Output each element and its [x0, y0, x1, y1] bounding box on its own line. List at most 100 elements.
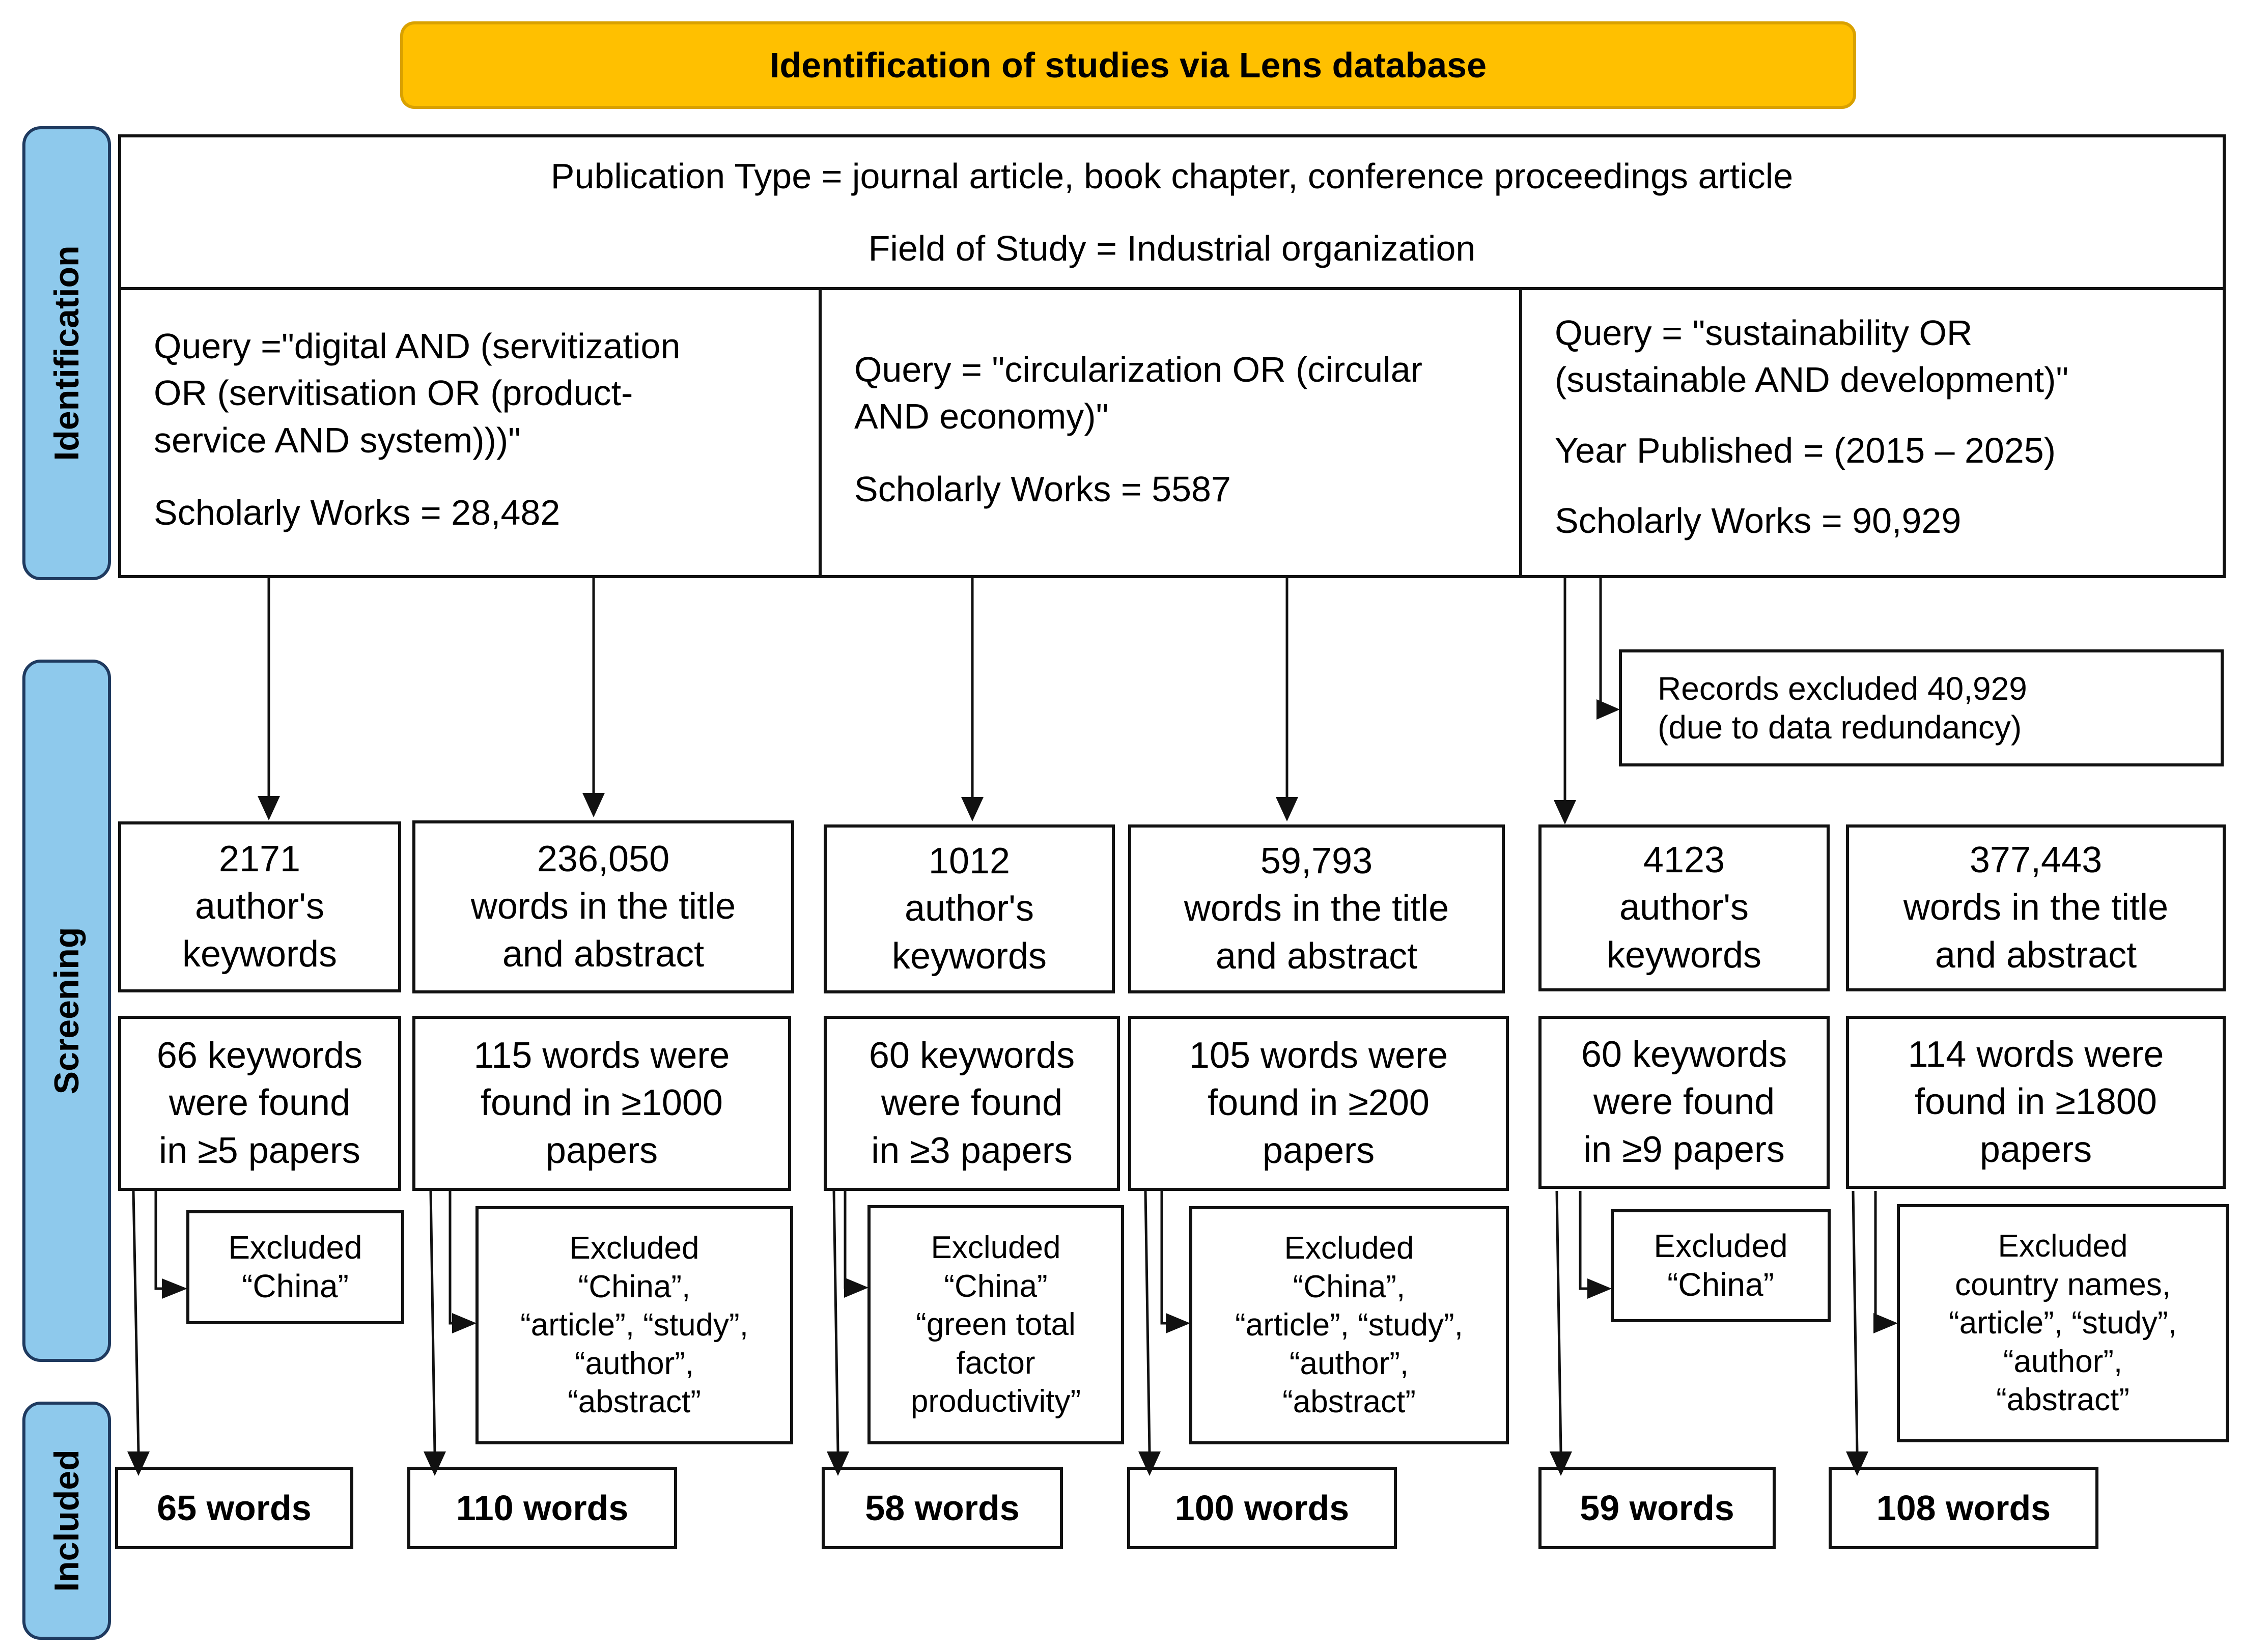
found-line: found in ≥200 [1208, 1083, 1430, 1124]
arrowhead [1138, 1451, 1161, 1476]
query-text-line: (sustainable AND development)" [1555, 360, 2069, 400]
excluded-line: Excluded [1998, 1228, 2128, 1264]
excluded-line: “abstract” [1282, 1384, 1416, 1420]
arrow-found-to-excluded [1160, 1191, 1175, 1325]
result-value: 58 words [865, 1488, 1020, 1528]
found-line: were found [1593, 1081, 1775, 1123]
count-desc: and abstract [1935, 934, 2137, 976]
arrow-found-to-excluded [1874, 1191, 1883, 1325]
query-text-line: service AND system)))" [154, 420, 521, 460]
excluded-line: productivity” [910, 1384, 1081, 1419]
stage-included: Included [22, 1402, 111, 1640]
excluded-line: “author”, [2003, 1344, 2123, 1379]
scholarly-works-count: Scholarly Works = 28,482 [154, 493, 561, 533]
scholarly-works-count: Scholarly Works = 90,929 [1555, 501, 1962, 541]
count-desc: and abstract [502, 933, 705, 975]
found-line: found in ≥1800 [1915, 1081, 2157, 1123]
arrow-found-to-result [132, 1190, 140, 1452]
excluded-line: “article”, “study”, [1235, 1307, 1463, 1343]
result-box: 110 words [407, 1467, 677, 1549]
query-box-servitization: Query ="digital AND (servitization OR (s… [118, 287, 822, 578]
excluded-line: “China”, [578, 1269, 691, 1304]
excluded-terms-box: Excluded “China” “green total factor pro… [867, 1205, 1124, 1444]
found-box: 60 keywords were found in ≥9 papers [1538, 1016, 1830, 1189]
excluded-line: “author”, [574, 1346, 694, 1381]
excluded-line: “abstract” [1996, 1382, 2130, 1418]
arrowhead [1166, 1313, 1190, 1333]
found-line: 60 keywords [1581, 1034, 1787, 1075]
arrow-found-to-excluded [1579, 1191, 1596, 1290]
found-line: 66 keywords [156, 1035, 363, 1076]
found-line: papers [545, 1130, 658, 1171]
result-box: 59 words [1538, 1467, 1776, 1549]
found-line: in ≥5 papers [159, 1130, 360, 1171]
excluded-terms-box: Excluded “China” [1611, 1209, 1831, 1322]
arrowhead [424, 1451, 446, 1476]
excluded-line: “China”, [1293, 1269, 1406, 1304]
result-box: 65 words [115, 1467, 353, 1549]
count-desc: words in the title [470, 886, 736, 927]
result-value: 108 words [1876, 1488, 2051, 1528]
excluded-line: Excluded [931, 1230, 1061, 1265]
excluded-line: “China” [1667, 1266, 1774, 1303]
arrowhead [1596, 699, 1620, 720]
found-line: 105 words were [1189, 1035, 1448, 1076]
count-box: 377,443 words in the title and abstract [1846, 824, 2226, 991]
found-box: 105 words were found in ≥200 papers [1128, 1016, 1509, 1191]
count-value: 2171 [218, 838, 301, 879]
result-box: 100 words [1127, 1467, 1397, 1549]
found-box: 115 words were found in ≥1000 papers [412, 1016, 791, 1191]
count-box: 236,050 words in the title and abstract [412, 820, 794, 993]
arrowhead [452, 1313, 477, 1333]
arrowhead [1276, 797, 1298, 821]
count-box: 2171 author's keywords [118, 821, 401, 992]
stage-identification: Identification [22, 126, 111, 580]
found-line: in ≥3 papers [871, 1130, 1073, 1171]
records-excluded-reason: (due to data redundancy) [1658, 708, 2022, 746]
excluded-line: Excluded [228, 1229, 362, 1266]
diagram-title-banner: Identification of studies via Lens datab… [400, 21, 1856, 109]
found-box: 66 keywords were found in ≥5 papers [118, 1016, 401, 1191]
excluded-line: Excluded [569, 1230, 699, 1266]
records-excluded-box: Records excluded 40,929 (due to data red… [1619, 649, 2224, 766]
arrowhead [582, 793, 605, 817]
count-value: 1012 [928, 840, 1011, 881]
arrow-found-to-excluded [154, 1191, 172, 1290]
count-box: 59,793 words in the title and abstract [1128, 824, 1505, 993]
count-desc: author's [905, 888, 1034, 929]
stage-screening: Screening [22, 660, 111, 1362]
query-box-sustainability: Query = "sustainability OR (sustainable … [1519, 287, 2226, 578]
arrow-found-to-result [1144, 1190, 1151, 1452]
excluded-terms-box: Excluded “China”, “article”, “study”, “a… [475, 1206, 793, 1444]
found-line: papers [1979, 1129, 2092, 1170]
query-text-line: Query = "sustainability OR [1555, 313, 1973, 353]
found-line: 60 keywords [869, 1035, 1075, 1076]
found-line: in ≥9 papers [1583, 1129, 1785, 1170]
found-line: papers [1262, 1130, 1375, 1171]
scholarly-works-count: Scholarly Works = 5587 [854, 469, 1231, 509]
count-desc: keywords [1606, 934, 1762, 976]
arrow-found-to-result [832, 1190, 839, 1452]
excluded-terms-box: Excluded “China”, “article”, “study”, “a… [1189, 1206, 1509, 1444]
query-text-line: AND economy)" [854, 396, 1109, 437]
field-of-study-filter: Field of Study = Industrial organization [868, 229, 1476, 268]
result-value: 100 words [1174, 1488, 1350, 1528]
count-value: 59,793 [1260, 840, 1373, 881]
arrow-found-to-excluded [844, 1191, 853, 1289]
count-value: 236,050 [537, 838, 670, 879]
arrowhead [258, 796, 280, 820]
records-excluded-count: Records excluded 40,929 [1658, 670, 2027, 707]
found-box: 114 words were found in ≥1800 papers [1846, 1016, 2226, 1189]
excluded-line: “abstract” [568, 1384, 701, 1420]
found-line: 115 words were [473, 1035, 730, 1076]
count-desc: words in the title [1903, 887, 2169, 928]
excluded-line: “China” [944, 1268, 1048, 1304]
result-value: 110 words [456, 1488, 629, 1528]
count-desc: keywords [182, 933, 338, 975]
excluded-line: “article”, “study”, [520, 1307, 748, 1343]
arrowhead [827, 1451, 849, 1476]
result-value: 65 words [157, 1488, 312, 1528]
count-desc: author's [195, 886, 324, 927]
excluded-line: Excluded [1654, 1228, 1788, 1265]
